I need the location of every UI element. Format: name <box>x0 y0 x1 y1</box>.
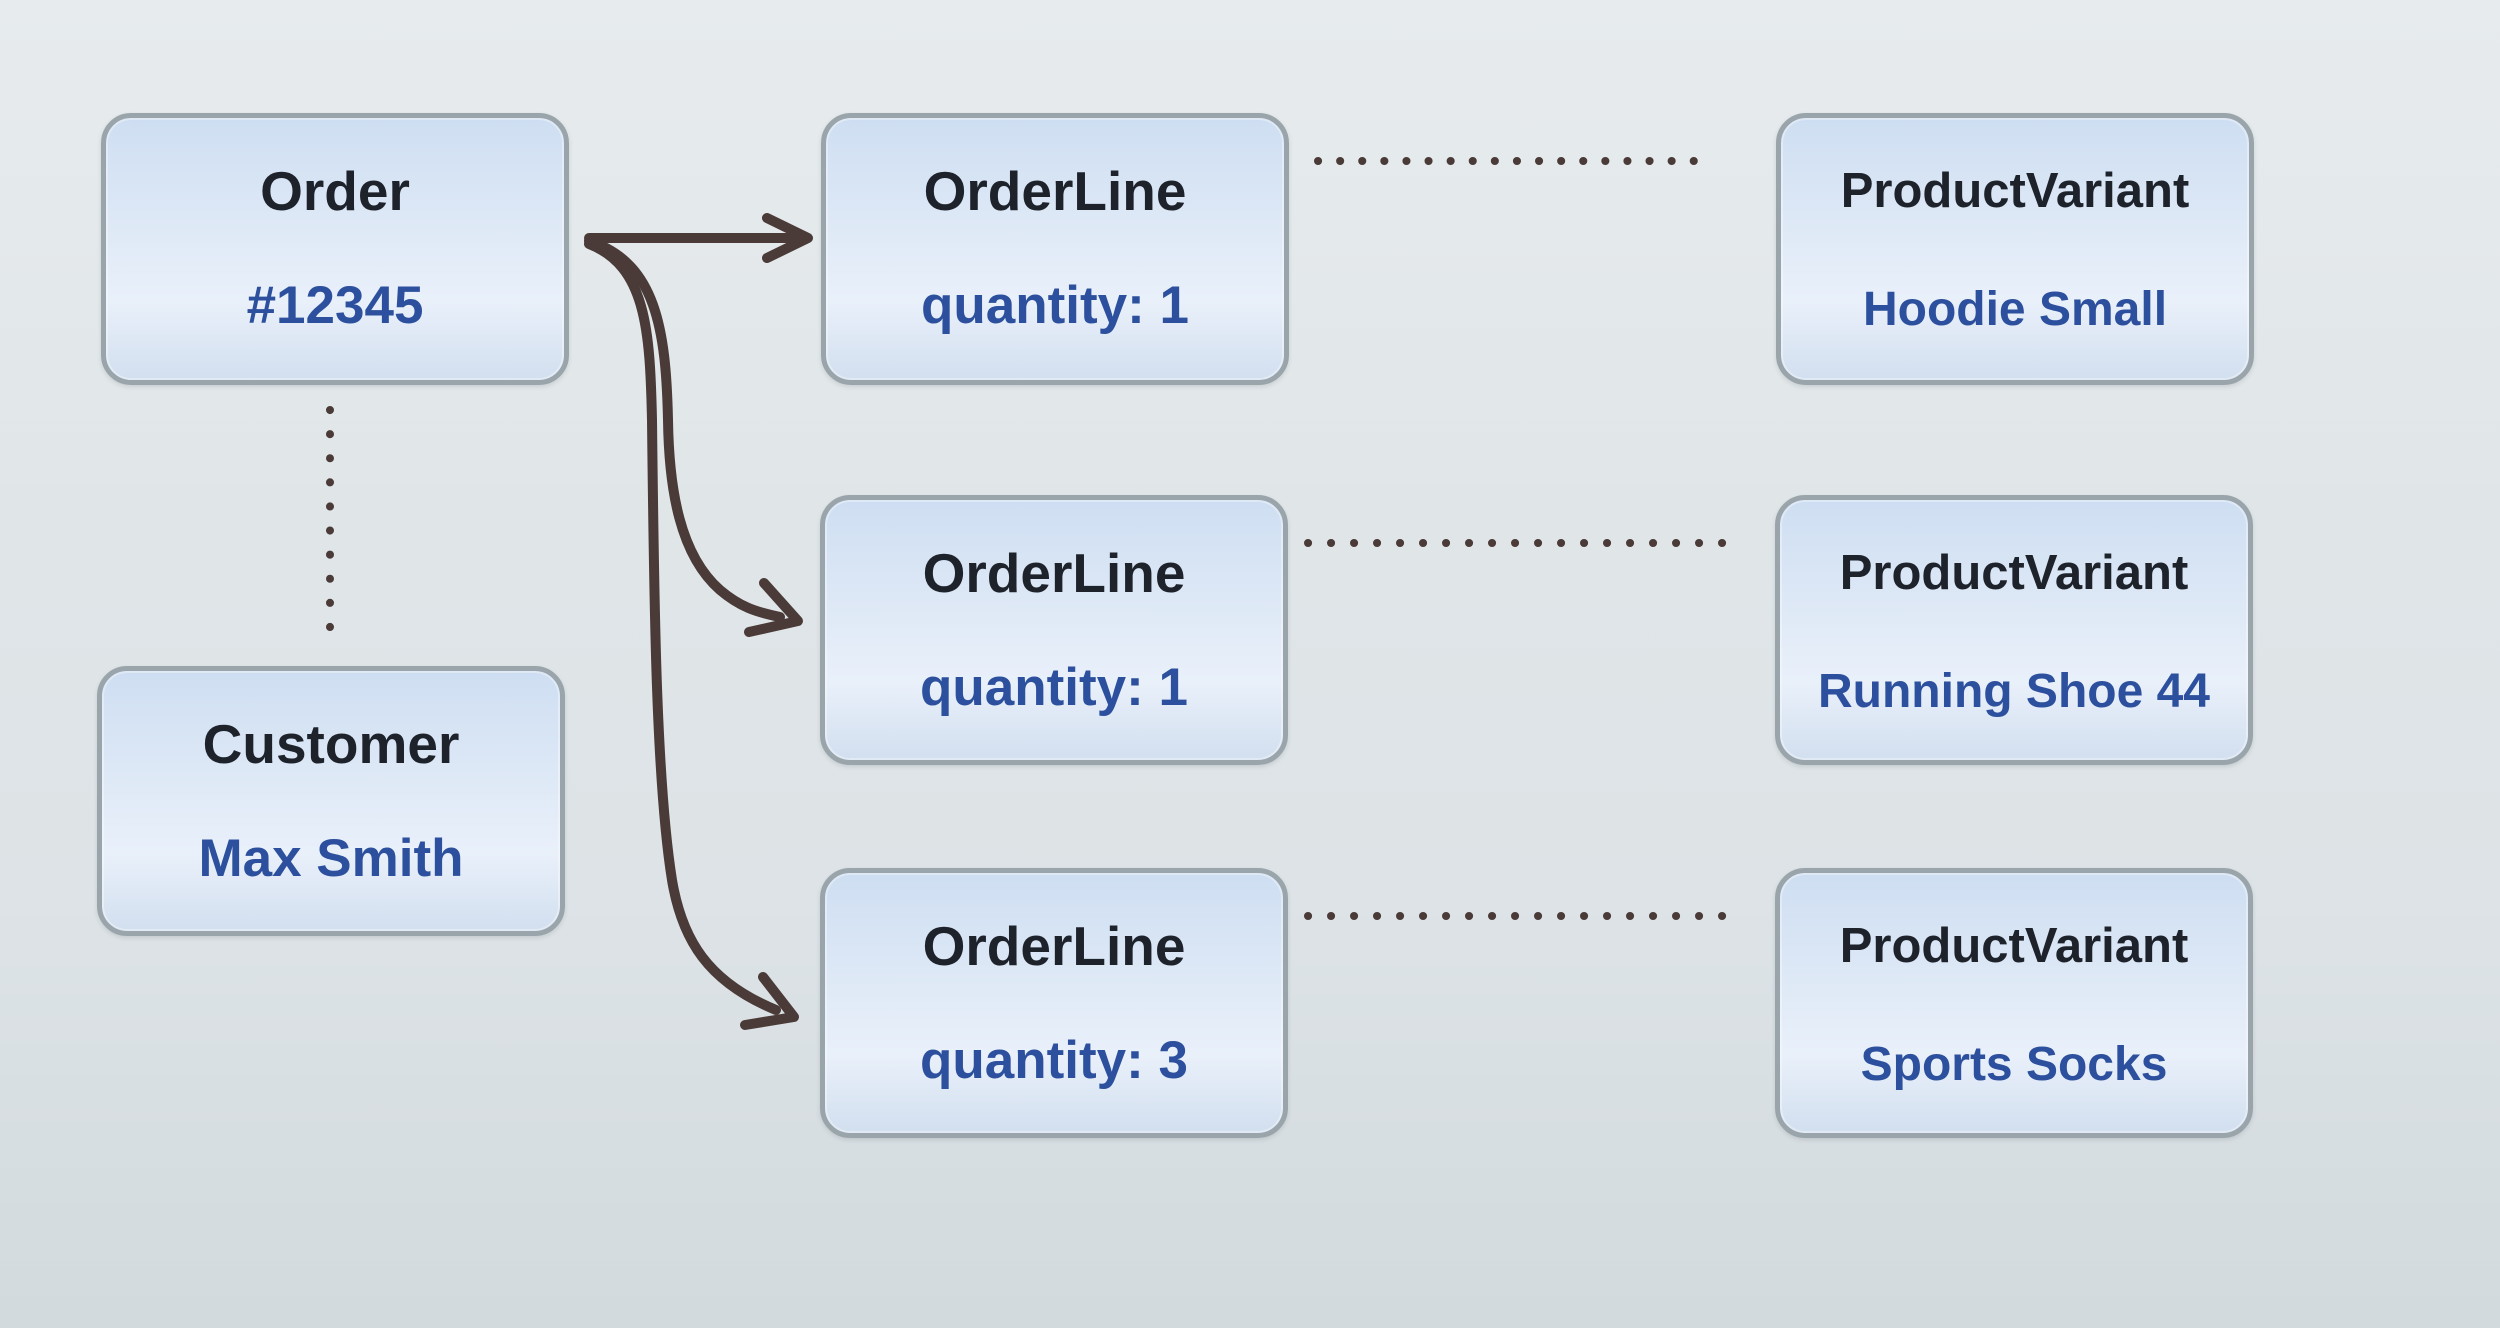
entity-title: ProductVariant <box>1839 919 2189 973</box>
entity-title: Customer <box>202 713 460 775</box>
order-orderline3-arrow-shaft <box>584 239 781 1015</box>
entity-title: OrderLine <box>922 915 1186 977</box>
order-orderline2-arrowhead <box>744 578 803 637</box>
order-orderline2-arrow-shaft <box>584 236 785 622</box>
order-orderline3-arrowhead <box>740 972 799 1030</box>
entity-value: Sports Socks <box>1860 1038 2168 1091</box>
entity-box-productvariant-2: ProductVariant Running Shoe 44 <box>1775 495 2253 765</box>
entity-value: quantity: 1 <box>920 658 1188 717</box>
entity-box-orderline-1: OrderLine quantity: 1 <box>821 113 1289 385</box>
entity-box-orderline-2: OrderLine quantity: 1 <box>820 495 1288 765</box>
entity-title: OrderLine <box>922 542 1186 604</box>
entity-value: quantity: 1 <box>921 276 1189 335</box>
entity-value: quantity: 3 <box>920 1031 1188 1090</box>
entity-box-orderline-3: OrderLine quantity: 3 <box>820 868 1288 1138</box>
entity-title: OrderLine <box>923 160 1187 222</box>
entity-value: #12345 <box>246 276 424 335</box>
entity-box-productvariant-3: ProductVariant Sports Socks <box>1775 868 2253 1138</box>
entity-value: Max Smith <box>198 829 464 888</box>
order-orderline1-arrowhead <box>762 213 813 263</box>
entity-value: Hoodie Small <box>1862 283 2168 336</box>
entity-value: Running Shoe 44 <box>1817 665 2210 718</box>
entity-box-productvariant-1: ProductVariant Hoodie Small <box>1776 113 2254 385</box>
entity-box-order: Order #12345 <box>101 113 569 385</box>
entity-title: ProductVariant <box>1839 546 2189 600</box>
entity-box-customer: Customer Max Smith <box>97 666 565 936</box>
entity-title: Order <box>260 160 410 222</box>
entity-title: ProductVariant <box>1840 164 2190 218</box>
